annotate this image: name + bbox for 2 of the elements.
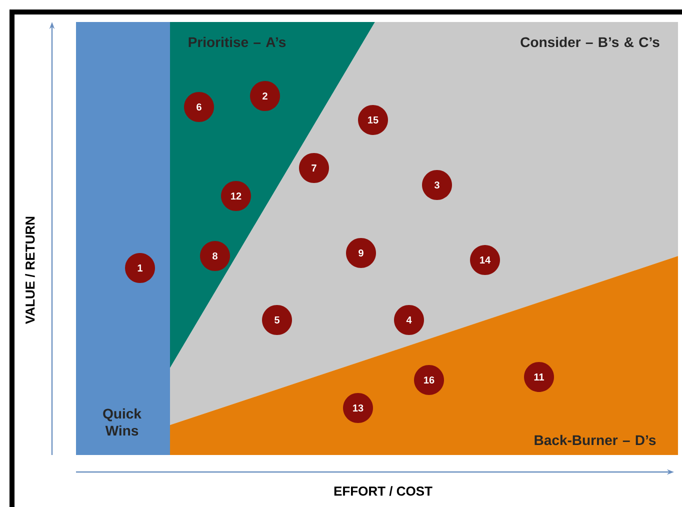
axis-label: VALUE / RETURN [25, 216, 35, 324]
axis-label: EFFORT / COST [334, 486, 432, 496]
